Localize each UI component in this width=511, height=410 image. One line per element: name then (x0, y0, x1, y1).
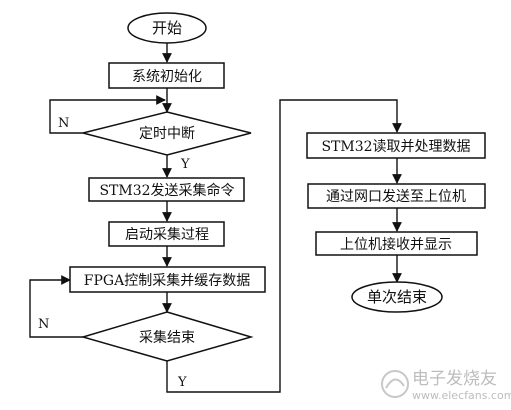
node-net-send-label: 通过网口发送至上位机 (326, 189, 466, 205)
node-acq-end: 采集结束 (80, 311, 254, 362)
node-single-end-label: 单次结束 (367, 288, 427, 306)
node-start-acq-label: 启动采集过程 (125, 226, 209, 243)
node-stm32-read: STM32读取并处理数据 (306, 132, 486, 159)
edge-label-timer-yes: Y (180, 157, 190, 172)
edge-label-acq-yes: Y (177, 375, 187, 390)
edge-timer-no-loop (49, 95, 166, 134)
watermark-logo-icon (381, 370, 409, 398)
edge-acqend-no-loop (29, 275, 83, 338)
watermark-url: www.elecfans.com (412, 389, 511, 402)
node-start-acq: 启动采集过程 (108, 221, 225, 247)
node-send-cmd-label: STM32发送采集命令 (99, 182, 234, 199)
node-fpga: FPGA控制采集并缓存数据 (69, 266, 266, 293)
watermark-brand: 电子发烧友 (412, 369, 497, 389)
node-single-end: 单次结束 (351, 281, 443, 313)
node-send-cmd: STM32发送采集命令 (88, 177, 245, 202)
node-timer-label: 定时中断 (139, 126, 195, 142)
edges (29, 43, 402, 393)
edge-label-timer-no: N (58, 116, 69, 131)
node-host: 上位机接收并显示 (315, 231, 478, 256)
edge-label-acq-no: N (38, 317, 49, 332)
node-init-label: 系统初始化 (132, 68, 202, 85)
node-start-label: 开始 (152, 19, 182, 37)
node-host-label: 上位机接收并显示 (340, 236, 452, 253)
node-net-send: 通过网口发送至上位机 (307, 183, 486, 209)
node-acq-end-label: 采集结束 (139, 329, 195, 346)
edge-acqend-yes (166, 99, 402, 393)
node-fpga-label: FPGA控制采集并缓存数据 (84, 272, 250, 289)
node-start: 开始 (127, 12, 207, 44)
node-init: 系统初始化 (108, 62, 225, 89)
node-timer: 定时中断 (82, 111, 252, 156)
node-stm32-read-label: STM32读取并处理数据 (321, 138, 470, 155)
watermark: 电子发烧友 www.elecfans.com (381, 369, 511, 402)
